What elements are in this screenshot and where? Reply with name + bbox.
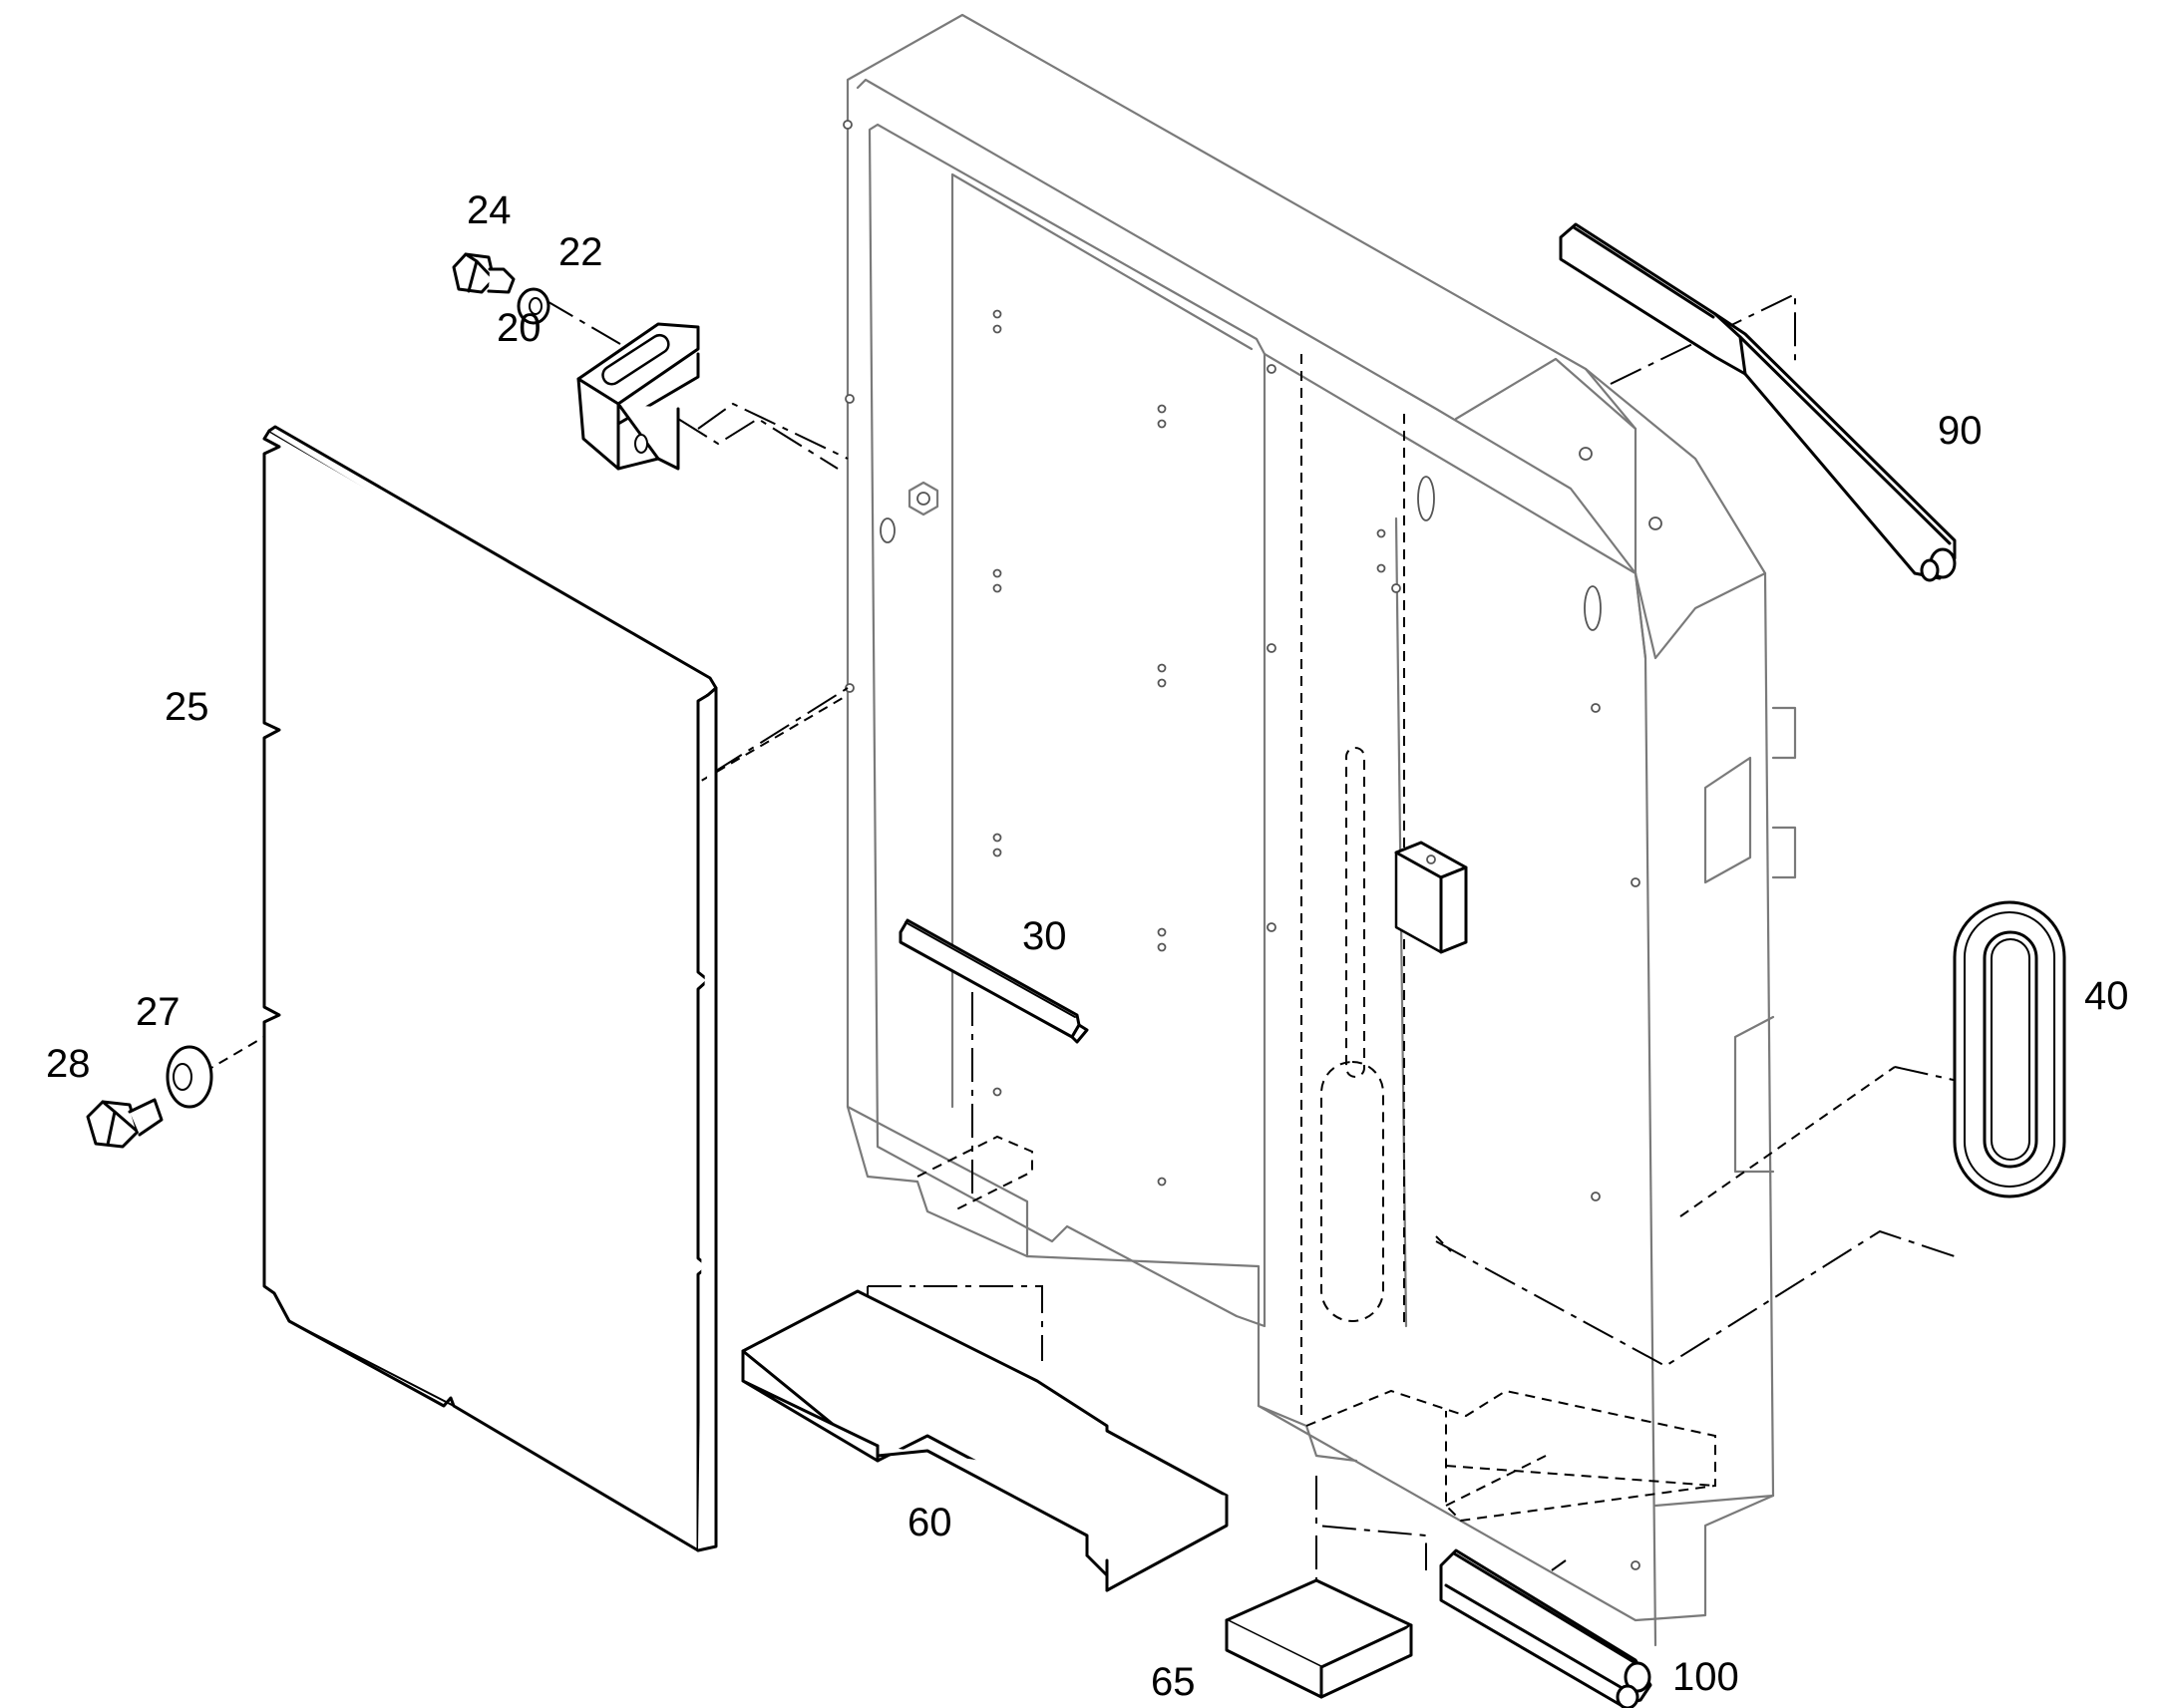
callout-65: 65	[1151, 1660, 1196, 1704]
callout-40: 40	[2084, 974, 2129, 1018]
edge-trim-100	[1439, 1548, 1652, 1708]
callout-28: 28	[46, 1042, 91, 1086]
callout-27: 27	[136, 990, 181, 1034]
base-pad-60	[741, 1289, 1229, 1592]
cover-plate-25	[262, 425, 718, 1552]
callout-labels: 20 22 24 25 27 28 30 40 60 65 90 100	[46, 188, 2129, 1704]
edge-trim-90	[1559, 222, 1957, 582]
callout-24: 24	[467, 188, 512, 232]
callout-25: 25	[165, 685, 209, 729]
hex-bolt-24	[452, 252, 516, 294]
foam-block-65	[1225, 1578, 1413, 1699]
callout-20: 20	[497, 306, 542, 350]
angle-bracket-20	[576, 322, 700, 471]
hex-bolt-28	[86, 1098, 164, 1149]
edge-profile-30	[899, 918, 1089, 1044]
grommet-ring-40	[1953, 900, 2066, 1198]
housing-frame	[843, 13, 1797, 1647]
callout-90: 90	[1938, 409, 1983, 453]
callout-100: 100	[1672, 1655, 1739, 1699]
callout-22: 22	[558, 230, 603, 274]
washer-22	[517, 287, 550, 325]
callout-30: 30	[1022, 914, 1067, 958]
callout-60: 60	[908, 1501, 952, 1544]
washer-27	[166, 1045, 213, 1109]
